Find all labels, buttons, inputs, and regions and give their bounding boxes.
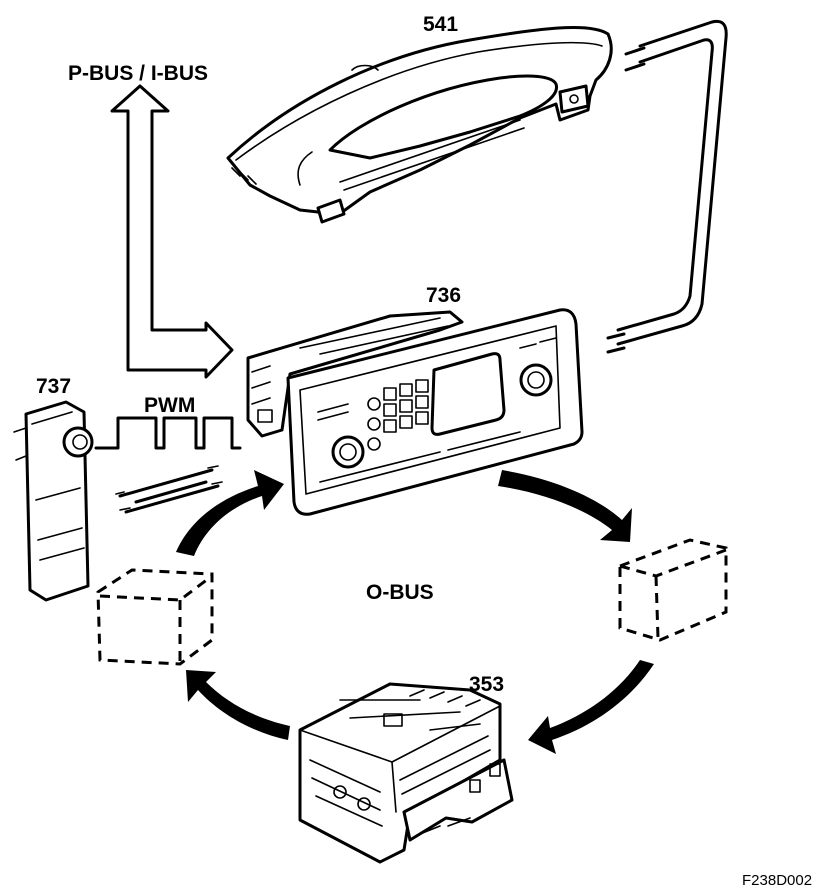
ring-arrow-top-right xyxy=(498,470,632,542)
o-bus-ring xyxy=(176,470,654,754)
p-bus-i-bus-arrow xyxy=(110,84,234,379)
label-o-bus: O-BUS xyxy=(366,581,434,604)
ring-arrow-bottom-left xyxy=(186,670,290,740)
placeholder-module-left xyxy=(96,568,214,666)
label-737: 737 xyxy=(36,375,71,398)
display-unit-541 xyxy=(226,26,613,224)
right-knob xyxy=(519,363,553,397)
label-pwm: PWM xyxy=(144,394,195,417)
sensor-unit-737 xyxy=(13,400,94,602)
wire-harness-541-736 xyxy=(606,19,728,354)
amplifier-unit-353 xyxy=(298,682,514,864)
label-736: 736 xyxy=(426,284,461,307)
pwm-wire-pair xyxy=(115,465,223,514)
left-knob xyxy=(331,435,365,469)
pwm-waveform xyxy=(94,416,242,450)
label-353: 353 xyxy=(469,673,504,696)
figure-code: F238D002 xyxy=(742,872,812,889)
button-grid xyxy=(367,379,429,451)
placeholder-module-right xyxy=(618,538,728,642)
control-panel-736 xyxy=(246,308,584,516)
label-p-bus-i-bus: P-BUS / I-BUS xyxy=(68,62,208,85)
ring-arrow-top-left xyxy=(176,470,284,556)
ring-arrow-bottom-right xyxy=(528,660,654,754)
label-541: 541 xyxy=(423,13,458,36)
